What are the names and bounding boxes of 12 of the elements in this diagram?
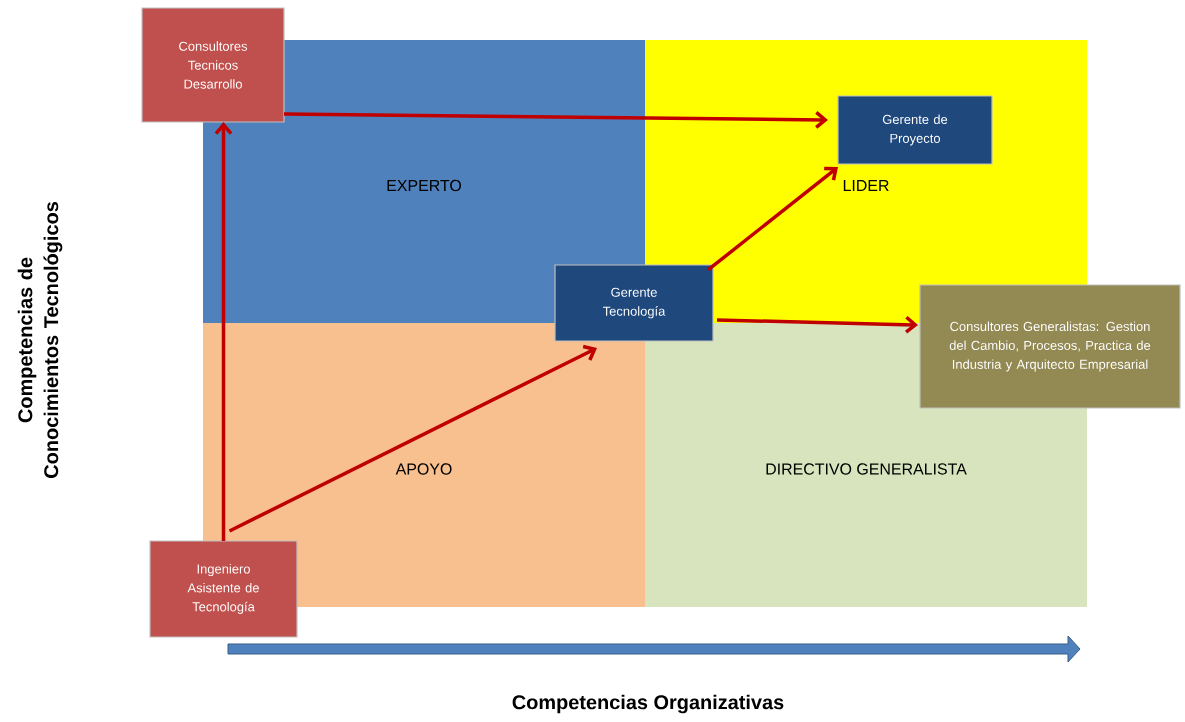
arrow — [214, 122, 233, 541]
arrow — [228, 344, 597, 533]
role-box: Gerente Tecnología — [554, 264, 714, 342]
arrow — [716, 315, 918, 334]
role-box: Ingeniero Asistente de Tecnología — [149, 540, 298, 638]
axis-title: Competencias de Conocimientos Tecnológicos — [17, 202, 63, 478]
role-box: Gerente de Proyecto — [837, 95, 993, 165]
role-box: Consultores Generalistas: Gestion del Cambio, Procesos, Practica de Industria y Arquitecto Empresarial — [919, 284, 1181, 409]
arrow — [284, 111, 828, 129]
axis-title: Competencias Organizativas — [512, 694, 784, 714]
role-box: Consultores Tecnicos Desarrollo — [141, 7, 285, 123]
arrow — [706, 166, 838, 272]
